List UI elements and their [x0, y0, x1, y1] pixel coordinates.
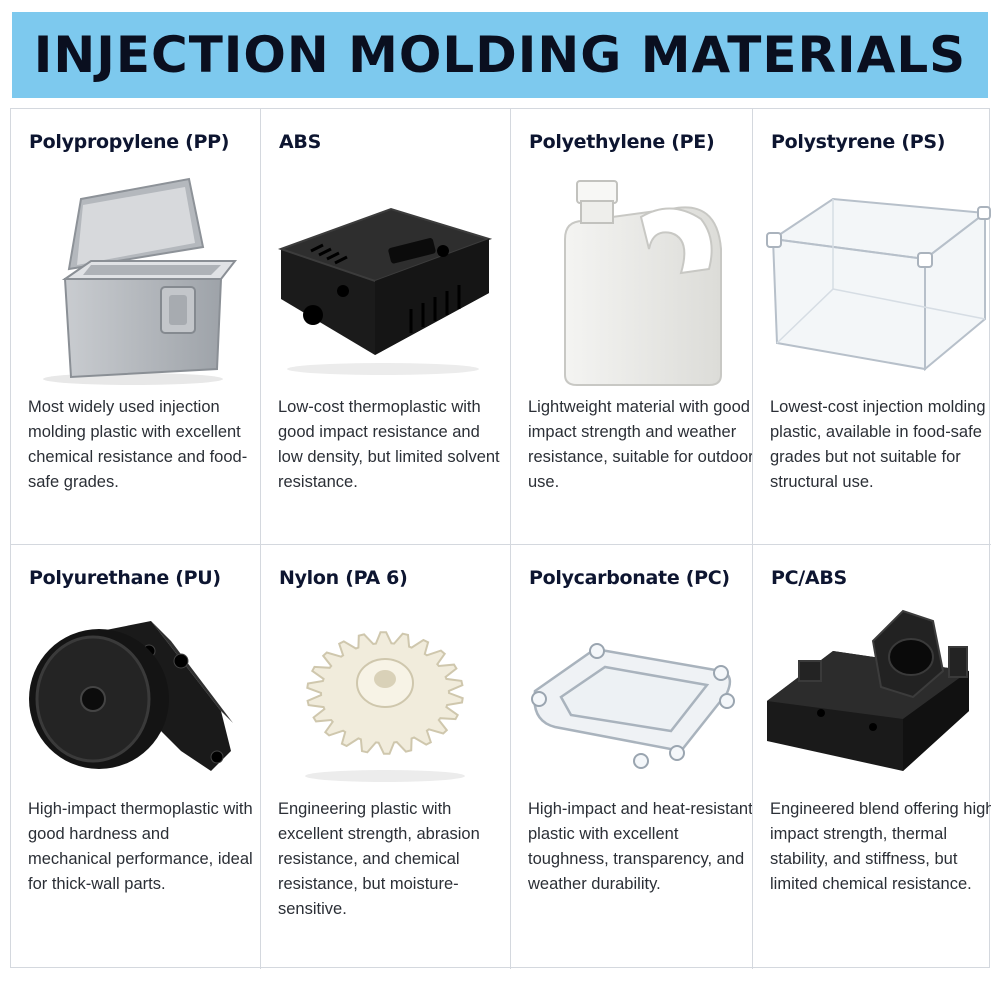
material-name: Nylon (PA 6)	[279, 567, 408, 589]
transparent-cover-icon	[521, 601, 749, 791]
material-description: High-impact and heat-resistant plastic w…	[528, 800, 753, 893]
material-name: Polyethylene (PE)	[529, 131, 715, 153]
structural-housing-icon	[763, 601, 991, 791]
material-description: Engineered blend offering high impact st…	[770, 800, 991, 893]
material-description: Lightweight material with good impact st…	[528, 398, 753, 491]
material-name: PC/ABS	[771, 567, 847, 589]
jerry-can-icon	[521, 169, 749, 389]
material-card-ps: Polystyrene (PS) Lowest-cost injection m…	[753, 109, 991, 545]
material-description: Lowest-cost injection molding plastic, a…	[770, 398, 986, 491]
gear-icon	[271, 601, 499, 791]
material-description: High-impact thermoplastic with good hard…	[28, 800, 253, 893]
electronics-enclosure-icon	[271, 169, 499, 389]
material-name: ABS	[279, 131, 321, 153]
material-card-pu: Polyurethane (PU) High-impact thermoplas…	[11, 545, 261, 969]
material-name: Polyurethane (PU)	[29, 567, 221, 589]
material-card-pc-abs: PC/ABS Engineered blend offering high im…	[753, 545, 991, 969]
material-description: Low-cost thermoplastic with good impact …	[278, 398, 500, 491]
material-card-abs: ABS Low-c	[261, 109, 511, 545]
page-title: INJECTION MOLDING MATERIALS	[33, 26, 967, 84]
storage-box-icon	[21, 169, 249, 389]
caster-wheel-bracket-icon	[21, 601, 249, 791]
material-description: Most widely used injection molding plast…	[28, 398, 248, 491]
material-name: Polystyrene (PS)	[771, 131, 946, 153]
material-description: Engineering plastic with excellent stren…	[278, 800, 480, 918]
material-card-pc: Polycarbonate (PC) High-impact and heat-…	[511, 545, 753, 969]
material-card-nylon: Nylon (PA 6) Engineering plastic with ex…	[261, 545, 511, 969]
material-name: Polycarbonate (PC)	[529, 567, 730, 589]
clear-container-icon	[763, 169, 991, 389]
material-card-pp: Polypropylene (PP) Most widely used inje…	[11, 109, 261, 545]
material-name: Polypropylene (PP)	[29, 131, 230, 153]
header-banner: INJECTION MOLDING MATERIALS	[12, 12, 988, 98]
material-card-pe: Polyethylene (PE) Lightweight material w…	[511, 109, 753, 545]
materials-grid: Polypropylene (PP) Most widely used inje…	[10, 108, 991, 969]
